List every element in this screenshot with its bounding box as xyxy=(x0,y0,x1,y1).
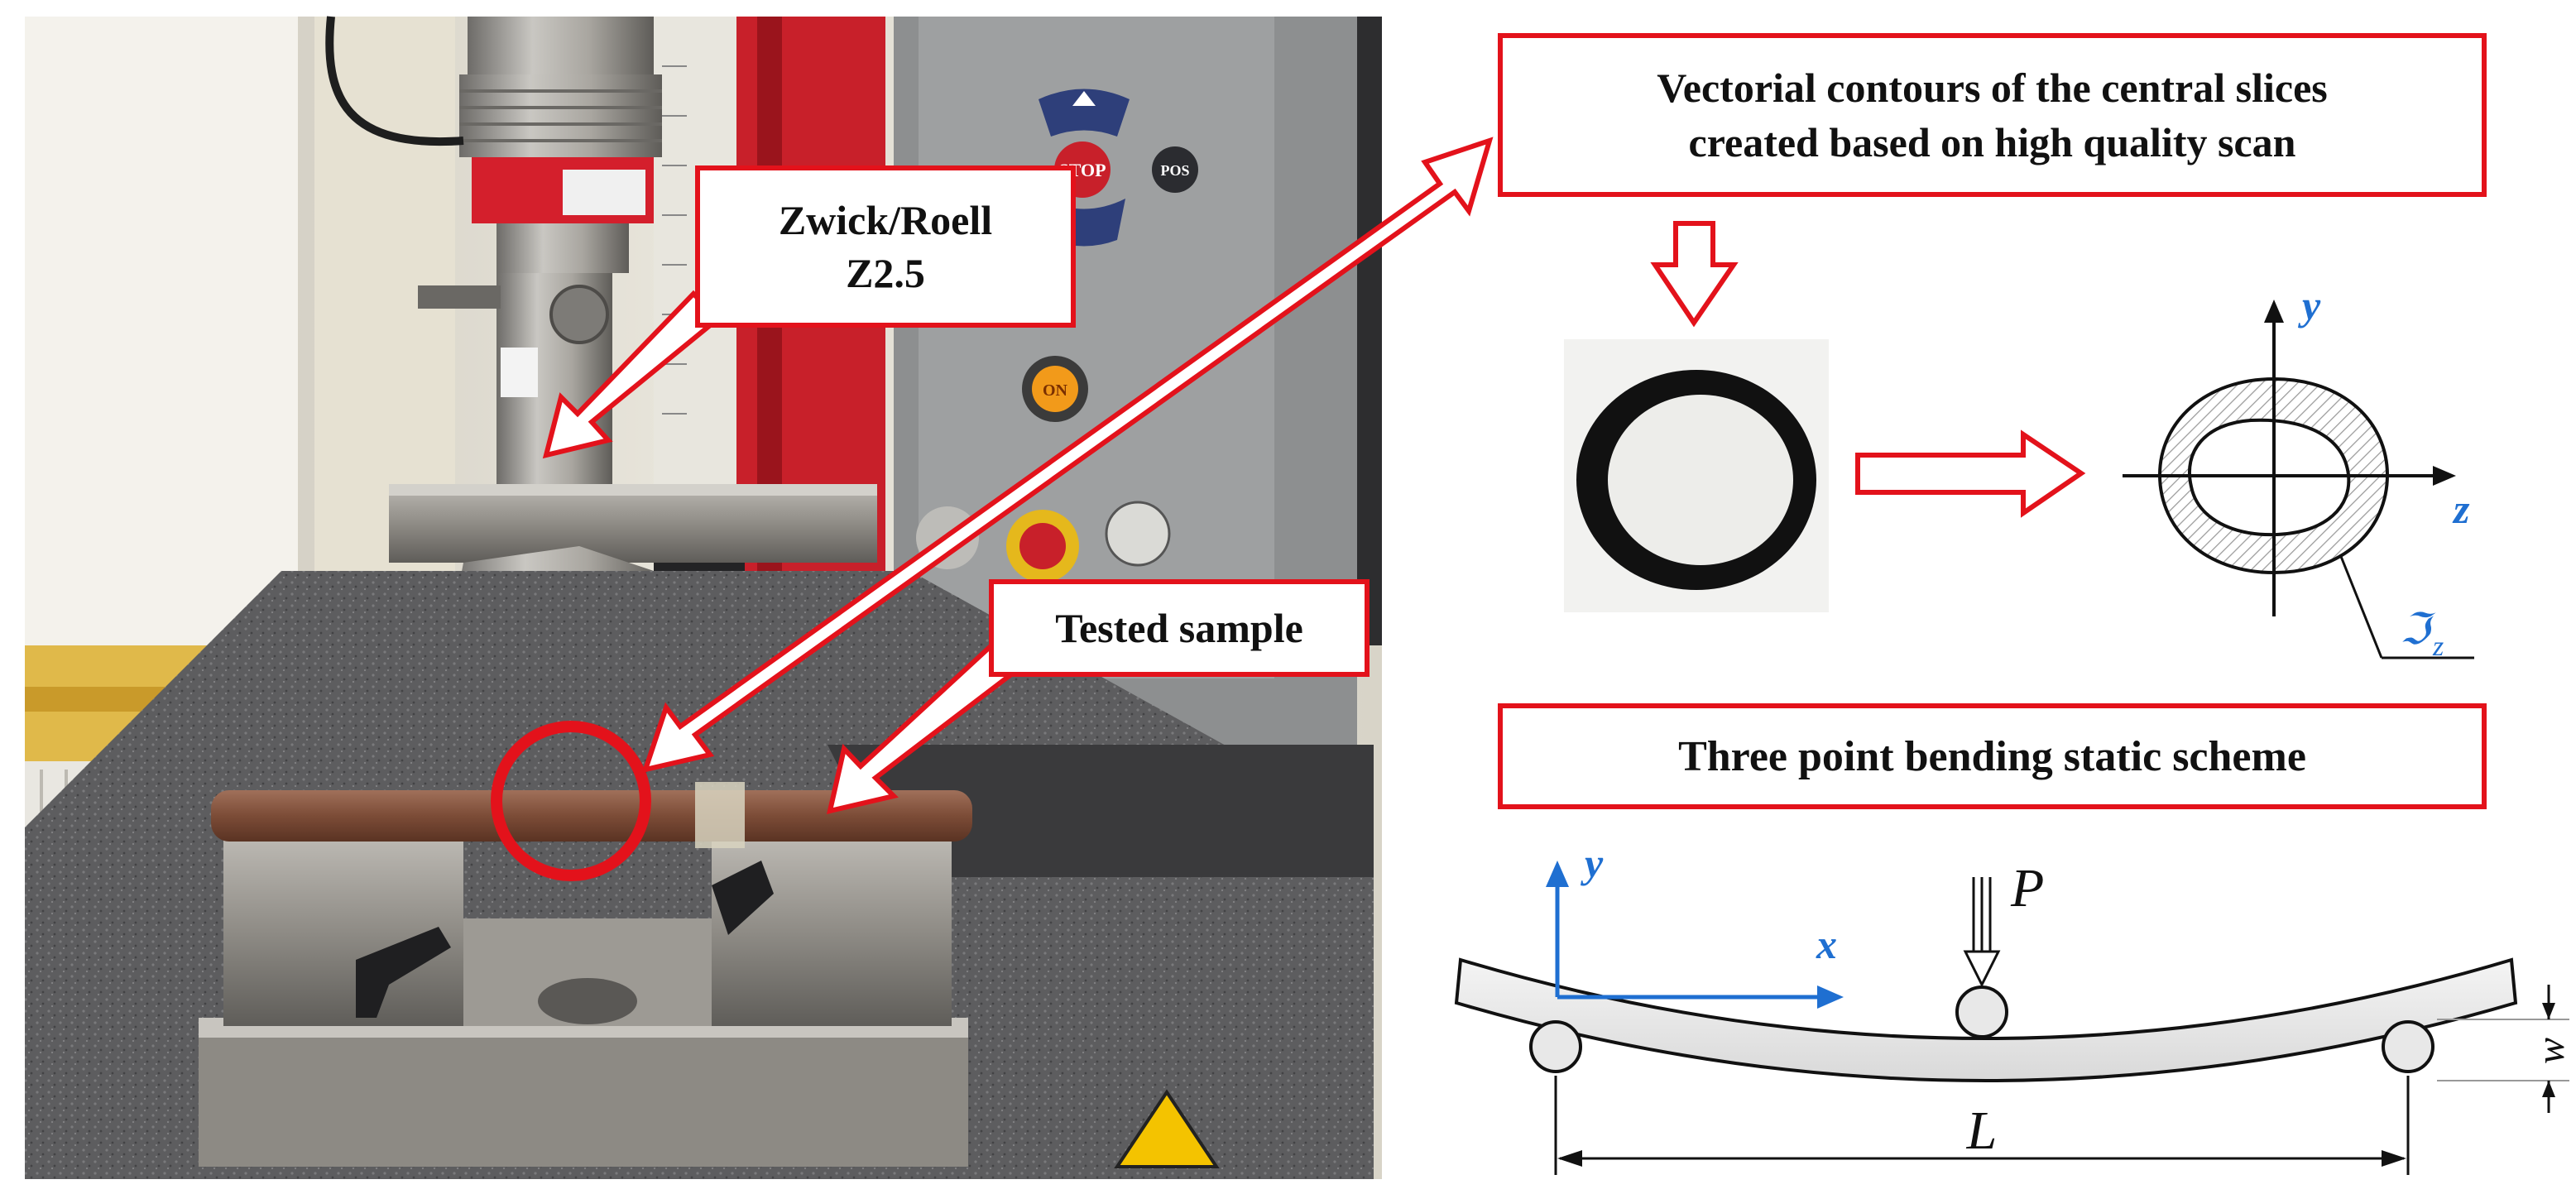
callout-vectorial-contours: Vectorial contours of the central slices… xyxy=(1498,33,2487,197)
contours-line1: Vectorial contours of the central slices xyxy=(1657,65,2328,111)
arrow-to-sample xyxy=(827,643,1019,815)
load-label: P xyxy=(2010,858,2044,918)
scanned-slice-image xyxy=(1564,339,1829,612)
deflection-label: w xyxy=(2529,1038,2573,1064)
tested-sample-label: Tested sample xyxy=(1055,605,1303,651)
right-support xyxy=(2382,1020,2434,1073)
callout-machine-name: Zwick/Roell Z2.5 xyxy=(695,165,1076,328)
cross-section-drawing: y z ℑ z xyxy=(2123,282,2474,662)
arrow-to-machine xyxy=(542,290,722,459)
left-support xyxy=(1529,1020,1582,1073)
callout-tested-sample: Tested sample xyxy=(989,579,1370,677)
load-roller xyxy=(1955,985,2008,1038)
arrow-down-to-scan xyxy=(1650,221,1739,328)
machine-name-line2: Z2.5 xyxy=(846,250,925,296)
bending-scheme-title: Three point bending static scheme xyxy=(1678,732,2306,780)
bending-scheme-drawing: P y x L w xyxy=(1454,840,2573,1175)
cross-section-y-axis-label: y xyxy=(2298,282,2321,328)
inertia-symbol: ℑ xyxy=(2400,607,2436,654)
bent-beam xyxy=(1454,957,2518,1082)
machine-name-line1: Zwick/Roell xyxy=(778,197,993,243)
span-label: L xyxy=(1966,1100,1998,1161)
cross-section-z-axis-label: z xyxy=(2452,486,2470,532)
contours-line2: created based on high quality scan xyxy=(1688,119,2296,165)
inertia-subscript: z xyxy=(2432,631,2444,662)
callout-bending-scheme: Three point bending static scheme xyxy=(1498,703,2487,809)
on-button-label: ON xyxy=(1043,381,1068,400)
scheme-x-axis-label: x xyxy=(1816,921,1837,967)
photo-testing-machine: STOP POS ON xyxy=(25,16,1382,1179)
arrow-scan-to-drawing xyxy=(1855,429,2086,518)
pos-button-label: POS xyxy=(1160,162,1189,179)
scheme-y-axis-label: y xyxy=(1581,840,1604,886)
callout-arrows xyxy=(542,137,2086,815)
double-arrow-contours-to-sample xyxy=(641,137,1494,774)
